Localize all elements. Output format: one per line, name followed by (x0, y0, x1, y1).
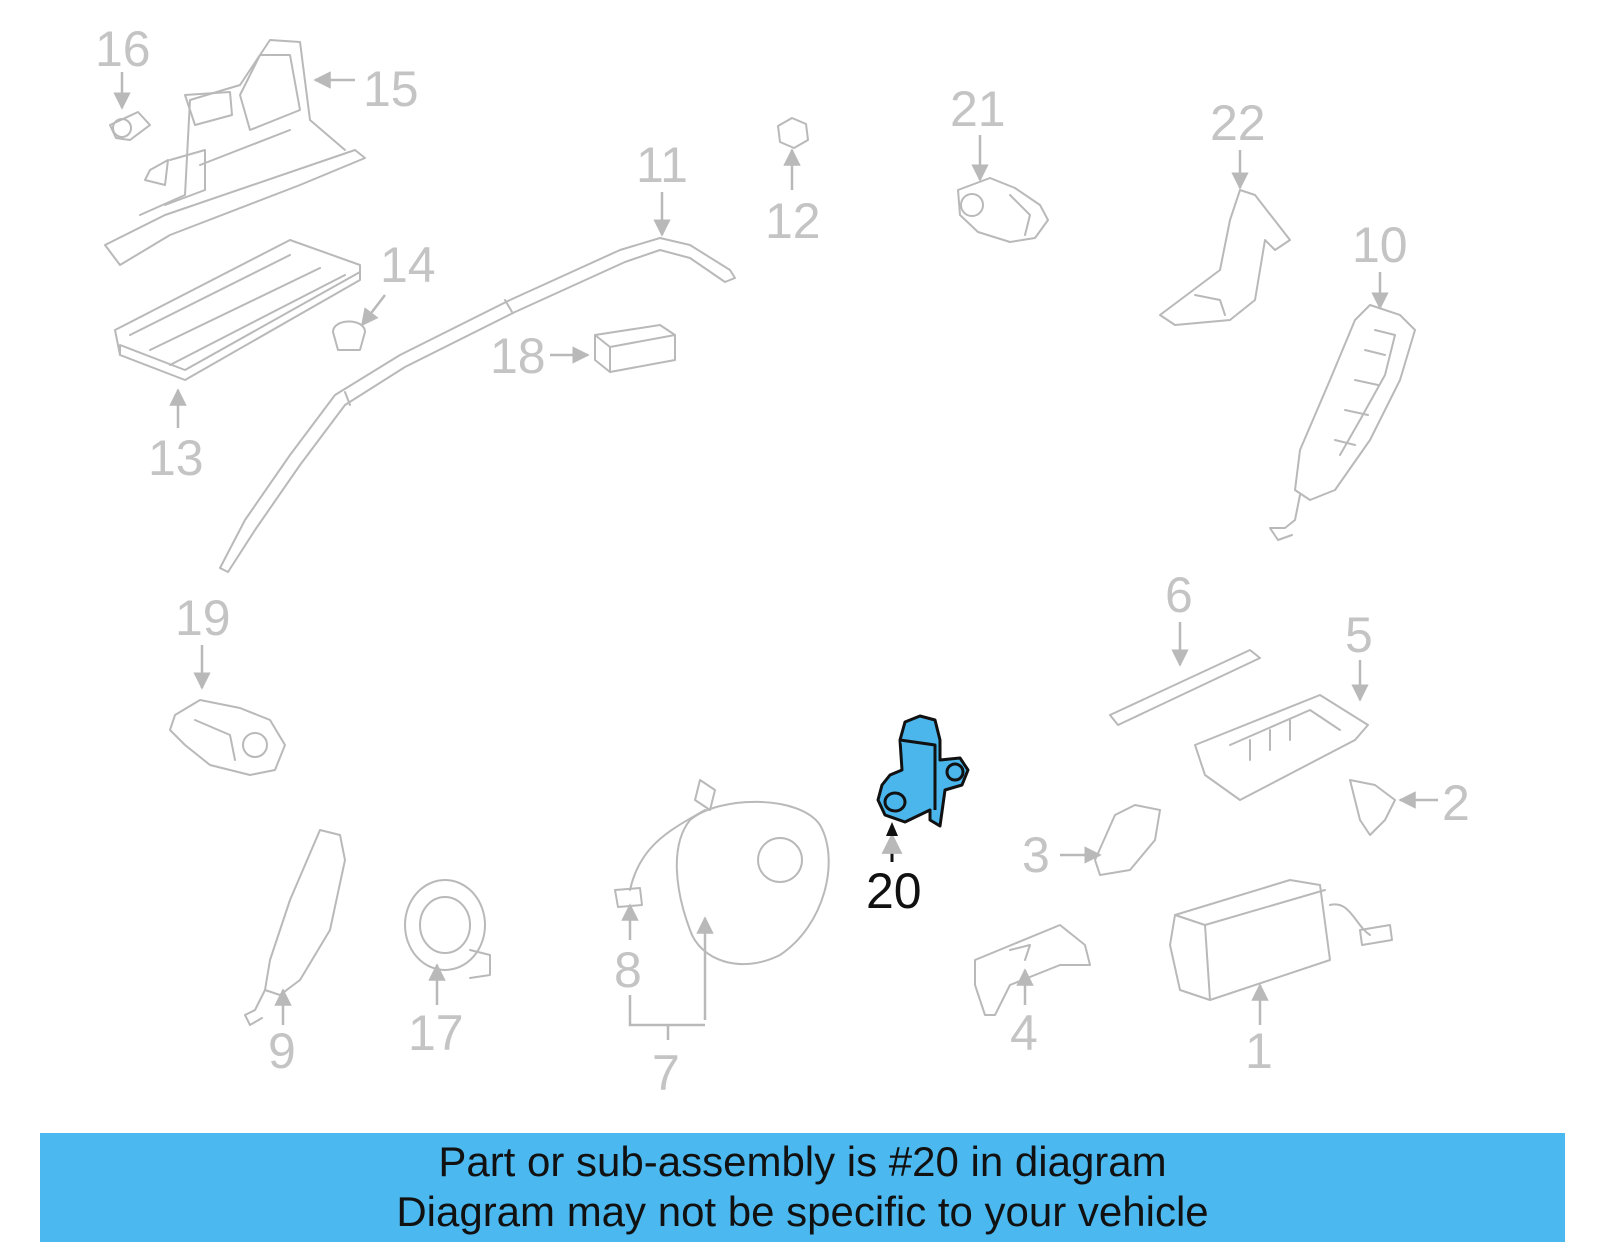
part-15-seat-bracket (104, 39, 366, 266)
part-21-sensor (957, 177, 1049, 243)
part-10-side-airbag (1269, 304, 1416, 541)
callout-20: 20 (866, 863, 922, 919)
banner-line-1: Part or sub-assembly is #20 in diagram (438, 1138, 1167, 1185)
callout-21: 21 (950, 81, 1006, 137)
callout-13: 13 (148, 430, 204, 486)
callout-16: 16 (95, 21, 151, 77)
part-5-bracket (1194, 694, 1369, 801)
part-11-curtain-airbag (219, 237, 736, 573)
callout-14: 14 (380, 237, 436, 293)
part-18-sensor (594, 324, 676, 373)
banner-line-2: Diagram may not be specific to your vehi… (396, 1188, 1209, 1235)
callout-12: 12 (765, 193, 821, 249)
callout-17: 17 (408, 1005, 464, 1061)
part-22-bracket (1159, 189, 1291, 326)
callout-7: 7 (652, 1045, 680, 1101)
part-14-clip (332, 320, 366, 351)
callout-6: 6 (1165, 567, 1193, 623)
leader-14 (360, 294, 386, 327)
callout-15: 15 (363, 61, 419, 117)
callout-1: 1 (1245, 1023, 1273, 1079)
info-banner: Part or sub-assembly is #20 in diagram D… (40, 1133, 1565, 1242)
callout-11: 11 (636, 137, 688, 193)
callout-3: 3 (1022, 827, 1050, 883)
callout-10: 10 (1352, 217, 1408, 273)
callout-9: 9 (268, 1023, 296, 1079)
callout-8: 8 (614, 942, 642, 998)
part-19-sensor (169, 699, 286, 776)
part-17-clockspring (404, 879, 491, 979)
part-3-bracket (1094, 804, 1161, 876)
callout-numbers: 16 15 13 14 11 12 18 21 22 10 19 6 5 2 3… (95, 21, 1470, 1101)
callout-5: 5 (1345, 607, 1373, 663)
part-1-passenger-airbag (1169, 879, 1393, 1001)
part-2-bracket (1349, 779, 1396, 836)
part-6-strip (1109, 649, 1261, 726)
part-7-driver-airbag (614, 779, 830, 965)
callout-22: 22 (1210, 95, 1266, 151)
callout-2: 2 (1442, 775, 1470, 831)
part-16-bolt (109, 111, 151, 141)
leader-lines (113, 71, 1438, 1040)
part-20-sensor[interactable] (876, 714, 970, 828)
leader-7-bracket (628, 995, 705, 1027)
part-4-bracket (974, 924, 1091, 1016)
callout-19: 19 (175, 590, 231, 646)
part-9-trim (244, 829, 346, 1026)
part-12-nut (777, 117, 809, 149)
callout-4: 4 (1010, 1005, 1038, 1061)
part-13-seat-track (114, 239, 361, 381)
callout-18: 18 (490, 328, 546, 384)
